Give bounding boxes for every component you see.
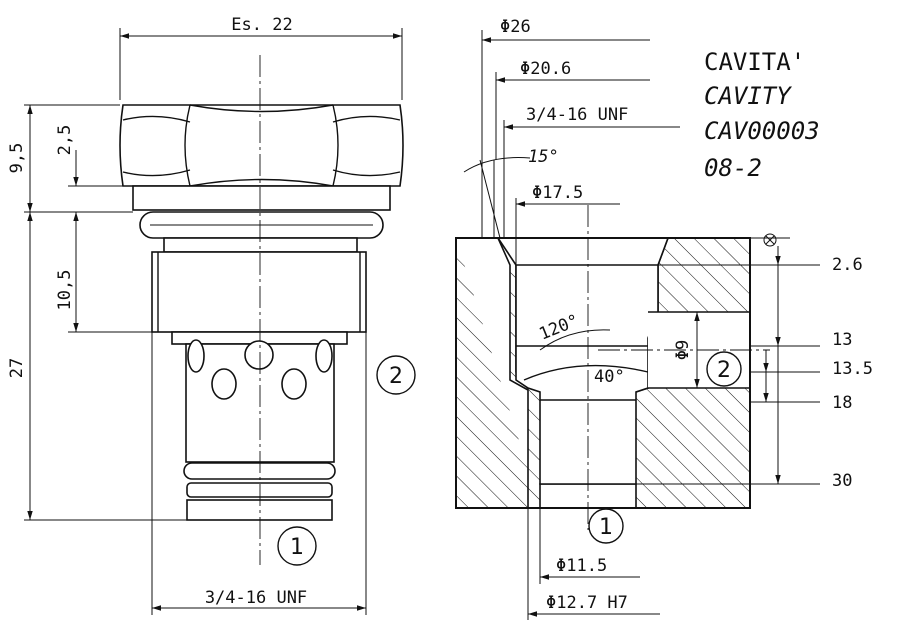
svg-text:3/4-16 UNF: 3/4-16 UNF [526,105,628,125]
cartridge-port-1: 1 [277,526,317,566]
cavity-top-diameters: Φ26 Φ20.6 3/4-16 UNF Φ17.5 [481,17,680,265]
svg-text:15°: 15° [528,147,559,167]
cavity-bore [496,237,670,485]
dim-27-label: 27 [7,358,27,378]
upper-o-ring [139,211,384,239]
svg-text:2: 2 [717,358,731,383]
hex-width-dimension: Es. 22 [119,15,403,100]
depth-dimensions: 2.6 13 13.5 18 30 [636,233,873,491]
svg-text:1: 1 [290,535,304,560]
svg-text:Φ11.5: Φ11.5 [556,556,607,576]
dim-2-5-label: 2,5 [55,125,75,156]
svg-text:Φ12.7 H7: Φ12.7 H7 [546,593,628,613]
port-2-diameter: Φ9 [673,312,700,388]
svg-text:2: 2 [389,364,403,389]
angle-15-annotation: 15° [463,147,559,239]
dim-9-5-label: 9,5 [7,143,27,174]
cavity-bottom-diameters: Φ11.5 Φ12.7 H7 [527,508,660,620]
svg-text:1: 1 [599,515,613,540]
neck [163,237,358,253]
svg-text:Φ17.5: Φ17.5 [532,183,583,203]
svg-text:Φ20.6: Φ20.6 [520,59,571,79]
svg-text:Φ26: Φ26 [500,17,531,37]
cavity-port-1: 1 [588,508,624,544]
title-line-3: CAV00003 [704,117,820,145]
title-line-1: CAVITA' [704,48,805,76]
svg-text:2.6: 2.6 [832,255,863,275]
svg-text:30: 30 [832,471,852,491]
cartridge-port-2: 2 [376,355,416,395]
title-line-4: 08-2 [704,154,762,182]
lower-o-rings [183,462,336,521]
cartridge-thread-label: 3/4-16 UNF [205,588,307,608]
cavity-view: 15° Φ26 Φ20.6 3/4-16 UNF Φ17.5 120° 40° [455,17,873,620]
title-line-2: CAVITY [704,82,792,110]
svg-text:13.5: 13.5 [832,359,873,379]
hex-nut [119,104,404,211]
cavity-title-block: CAVITA' CAVITY CAV00003 08-2 [704,48,820,182]
block-border [455,237,751,509]
svg-text:18: 18 [832,393,852,413]
hex-width-label: Es. 22 [231,15,292,35]
dim-10-5-label: 10,5 [55,270,75,311]
vertical-dimensions: 9,5 2,5 10,5 27 [7,104,187,521]
cartridge-view: Es. 22 9,5 2,5 10,5 27 3/4-16 UNF [7,15,416,615]
cartridge-thread-dimension: 3/4-16 UNF [151,332,367,615]
svg-text:Φ9: Φ9 [673,340,693,360]
cavity-port-2: 2 [706,351,742,387]
threaded-body [151,251,367,333]
svg-text:13: 13 [832,330,852,350]
svg-text:40°: 40° [594,367,625,387]
